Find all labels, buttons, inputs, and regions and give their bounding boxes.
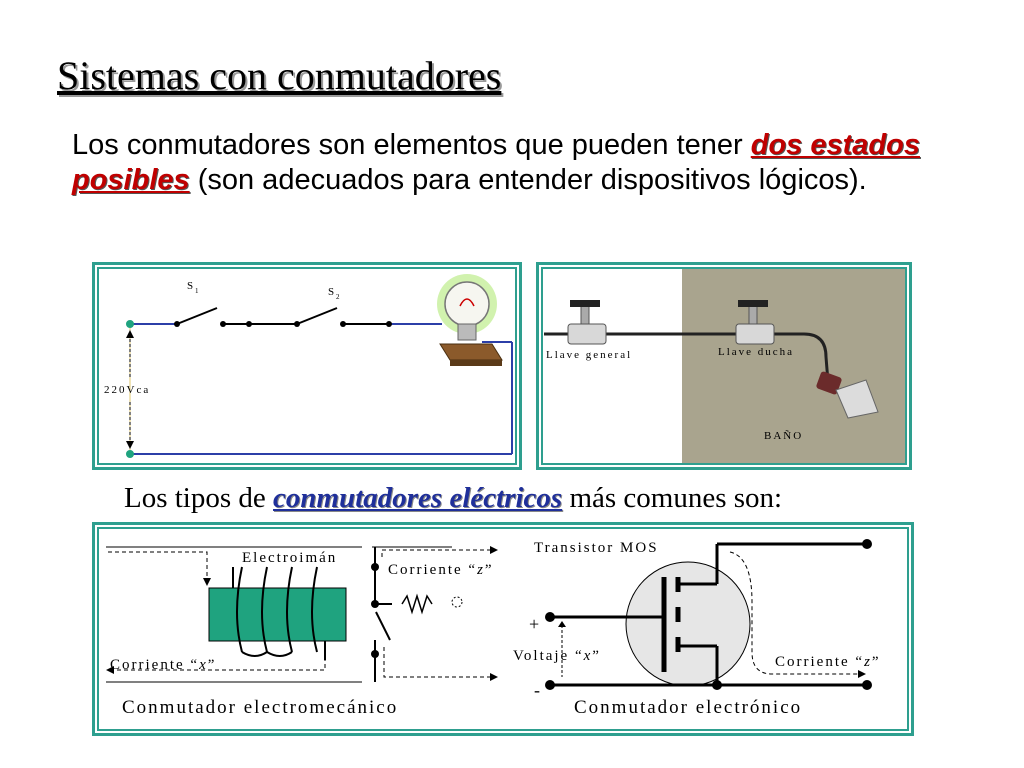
- switch2-label: S: [328, 286, 334, 298]
- intro-text-end: (son adecuados para entender dispositivo…: [189, 164, 867, 196]
- plus-sign: +: [529, 614, 539, 634]
- terminal-top: [126, 320, 134, 328]
- shower-valve-label: Llave ducha: [718, 346, 794, 358]
- current-z-label-right: Corriente “z”: [775, 654, 881, 670]
- transistor-label: Transistor MOS: [534, 540, 659, 556]
- voltage-label: 220Vca: [104, 384, 150, 396]
- circuit-wires: [130, 307, 513, 455]
- voltage-x-label: Voltaje “x”: [513, 648, 601, 664]
- switch2-subscript: 2: [336, 293, 340, 301]
- water-valve-figure: Llave general Llave ducha BAÑO: [536, 262, 912, 470]
- lamp-circuit-figure: 220Vca S 1 S 2: [92, 262, 522, 470]
- light-bulb-icon: [437, 274, 503, 366]
- intro-paragraph: Los conmutadores son elementos que puede…: [72, 128, 952, 198]
- shower-valve-icon: [735, 300, 775, 345]
- current-x-label: Corriente “x”: [110, 657, 216, 673]
- switch1-subscript: 1: [195, 287, 199, 295]
- current-z-label-left: Corriente “z”: [388, 562, 494, 578]
- shower-head-icon: [816, 371, 879, 419]
- subtitle: Los tipos de conmutadores eléctricos más…: [124, 482, 782, 515]
- electromechanical-switch: Electroimán Corriente “x” Corriente “z” …: [106, 546, 498, 718]
- page-title: Sistemas con conmutadores: [57, 53, 502, 98]
- main-valve-icon: [567, 300, 607, 345]
- terminal-bottom: [126, 450, 134, 458]
- intro-highlight: dos estados posibles: [72, 129, 920, 196]
- switch1-label: S: [187, 280, 193, 292]
- bathroom-label: BAÑO: [764, 430, 803, 442]
- subtitle-text-end: más comunes son:: [562, 482, 783, 514]
- electromechanical-caption: Conmutador electromecánico: [122, 697, 398, 718]
- intro-text-start: Los conmutadores son elementos que puede…: [72, 129, 751, 161]
- subtitle-highlight: conmutadores eléctricos: [273, 482, 563, 514]
- electromagnet-label: Electroimán: [242, 550, 337, 566]
- electronic-caption: Conmutador electrónico: [574, 697, 802, 718]
- electromagnet-core: [208, 587, 347, 642]
- electronic-switch: Transistor MOS + - Voltaje “x” Corriente…: [513, 539, 881, 718]
- switch-types-figure: Electroimán Corriente “x” Corriente “z” …: [92, 522, 914, 736]
- mos-transistor-icon: [625, 561, 751, 687]
- bathroom-area: [682, 269, 905, 463]
- minus-sign: -: [534, 680, 540, 700]
- main-valve-label: Llave general: [546, 349, 632, 361]
- subtitle-text-start: Los tipos de: [124, 482, 274, 514]
